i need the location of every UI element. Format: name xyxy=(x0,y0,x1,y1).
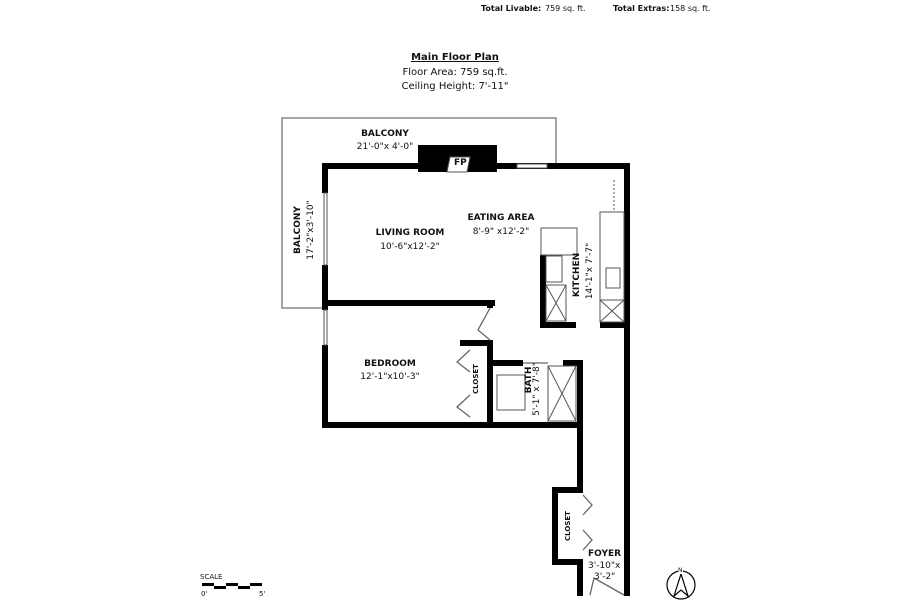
north-arrow-icon xyxy=(666,570,696,600)
room-dims-balcony-top: 21'-0"x 4'-0" xyxy=(356,142,414,152)
doors xyxy=(455,307,625,596)
room-dims-kitchen: 14'-1"x 7'-7" xyxy=(585,242,595,300)
room-name-living: LIVING ROOM xyxy=(375,228,445,238)
room-name-eating: EATING AREA xyxy=(467,213,535,223)
total-livable-value: 759 sq. ft. xyxy=(545,4,586,13)
room-dims-foyer-2: 3'-2" xyxy=(594,572,616,582)
window xyxy=(323,309,328,346)
room-dims-bath: 5'-1" x 7'-8" xyxy=(532,362,542,416)
sink-icon xyxy=(605,267,621,289)
room-name-closet-bedroom: CLOSET xyxy=(472,364,480,394)
balcony-outline xyxy=(281,117,557,309)
room-dims-foyer-1: 3'-10"x xyxy=(588,561,621,571)
fireplace-label: FP xyxy=(454,158,467,168)
plan-title: Main Floor Plan xyxy=(411,52,499,63)
counter xyxy=(540,227,578,256)
room-name-kitchen: KITCHEN xyxy=(572,252,582,298)
total-livable-label: Total Livable: xyxy=(481,4,542,13)
ceiling-height: Ceiling Height: 7'-11" xyxy=(401,81,509,92)
vanity-icon xyxy=(496,374,526,411)
total-extras-value: 158 sq. ft. xyxy=(670,4,711,13)
room-dims-bedroom: 12'-1"x10'-3" xyxy=(360,372,420,382)
scale-bar xyxy=(202,583,262,589)
room-name-balcony-side: BALCONY xyxy=(293,206,303,254)
fireplace-icon xyxy=(446,156,471,173)
window xyxy=(323,192,328,266)
room-name-bedroom: BEDROOM xyxy=(364,359,416,369)
scale-label: SCALE xyxy=(200,573,223,581)
room-name-foyer: FOYER xyxy=(588,549,622,559)
room-dims-living: 10'-6"x12'-2" xyxy=(380,242,440,252)
scale-min: 0' xyxy=(201,590,208,598)
room-dims-eating: 8'-9" x12'-2" xyxy=(472,227,530,237)
scale-max: 5' xyxy=(259,590,266,598)
total-extras-label: Total Extras: xyxy=(613,4,670,13)
window xyxy=(516,163,548,169)
room-name-closet-foyer: CLOSET xyxy=(564,511,572,541)
stove-icon xyxy=(545,255,563,283)
north-label: N xyxy=(678,567,683,574)
room-dims-balcony-side: 17'-2"x3'-10" xyxy=(306,200,316,260)
floor-area: Floor Area: 759 sq.ft. xyxy=(402,67,508,78)
room-name-balcony-top: BALCONY xyxy=(361,129,409,139)
